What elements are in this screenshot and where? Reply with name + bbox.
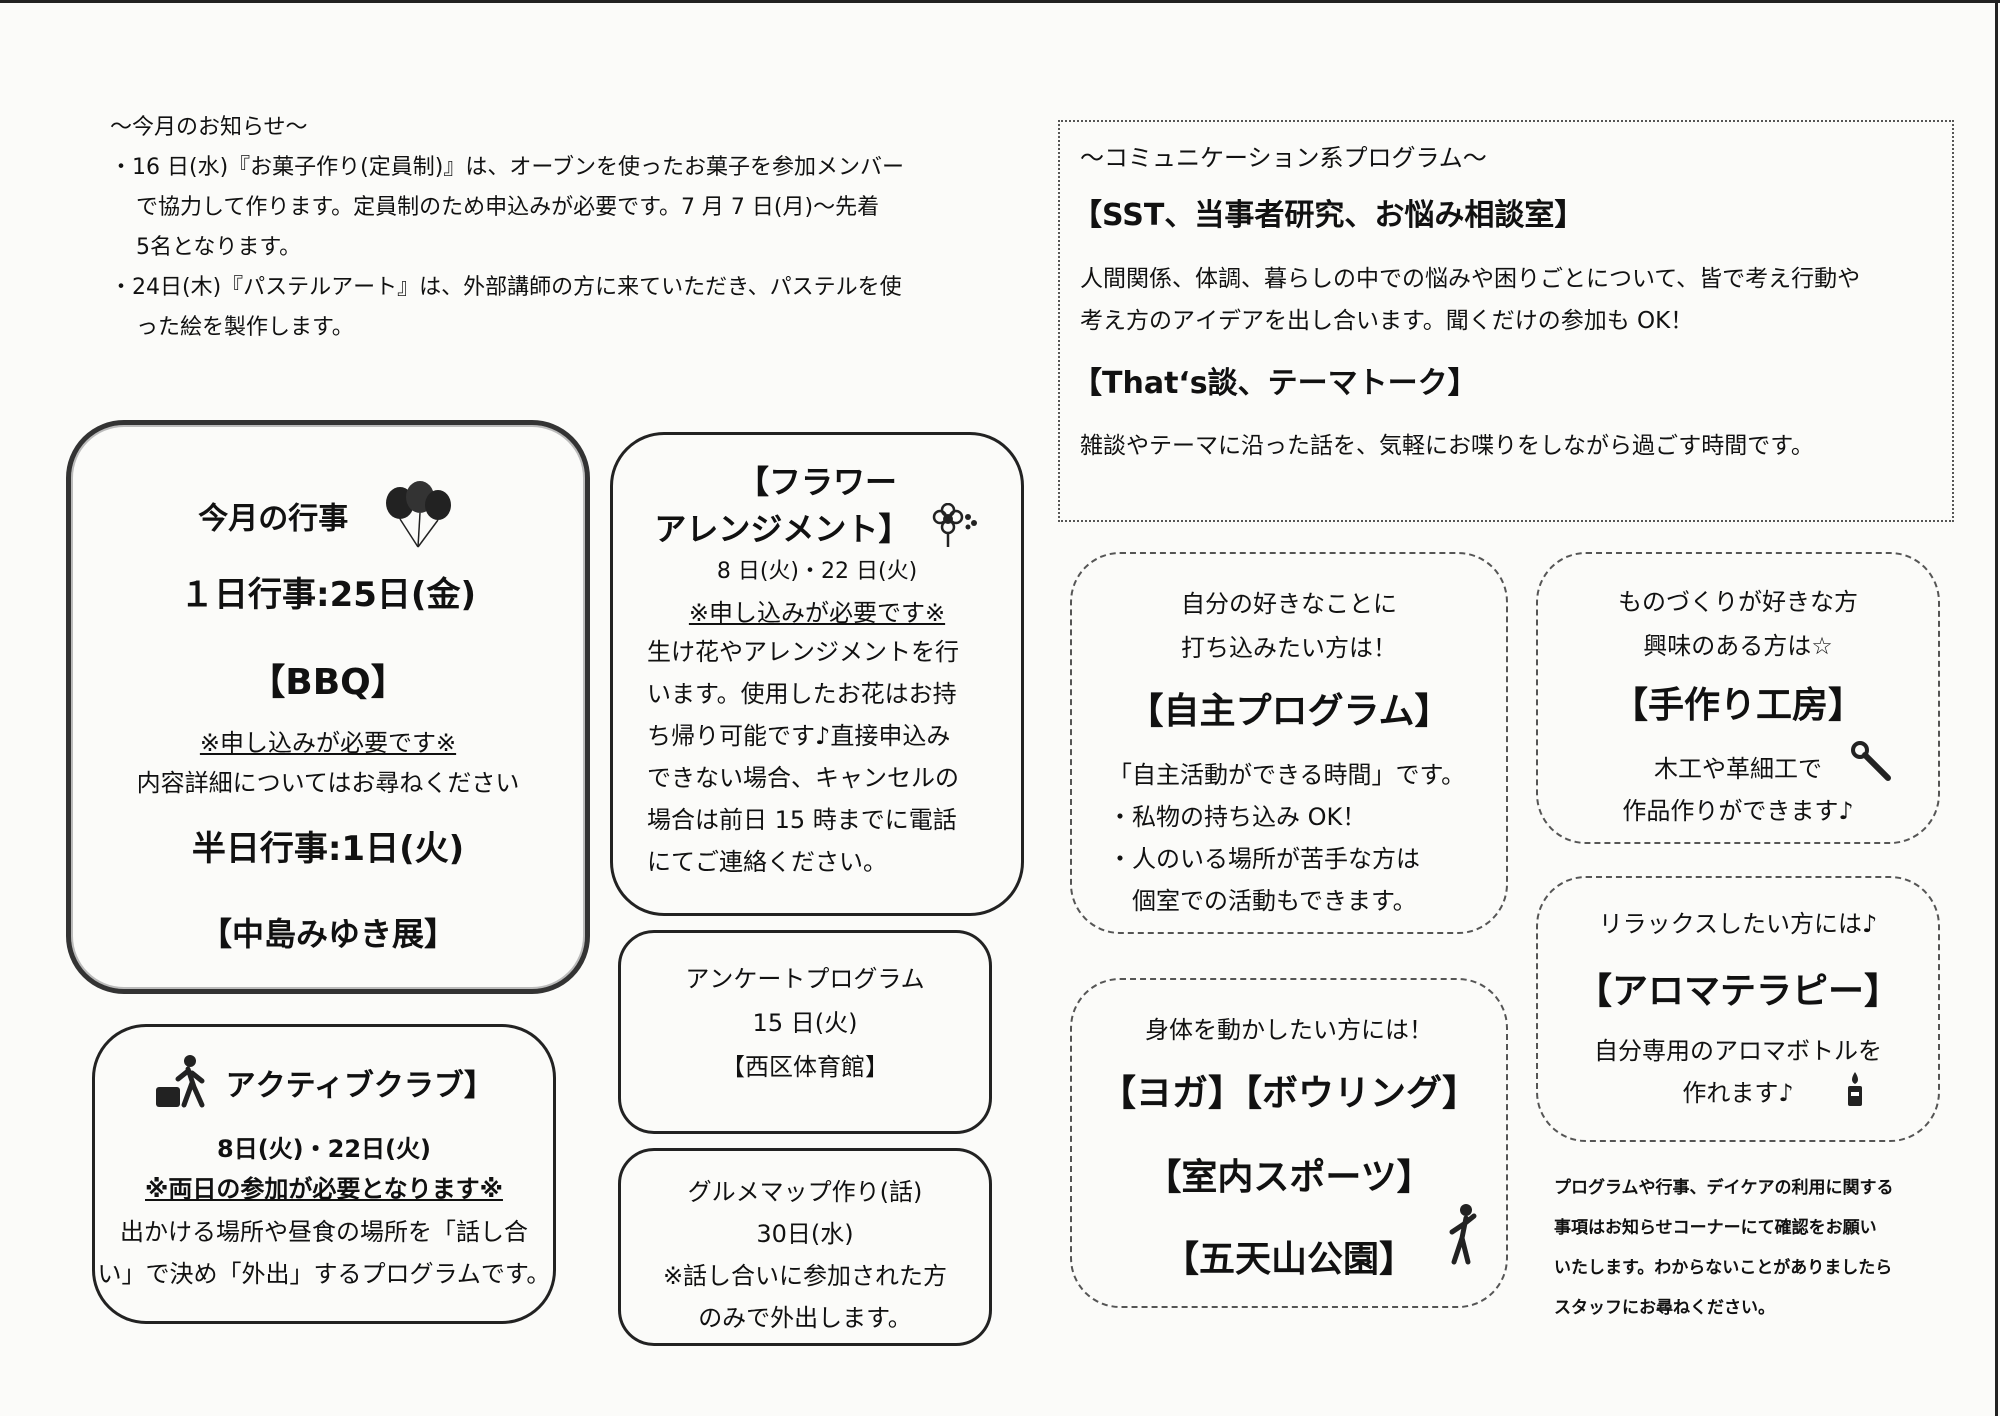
- aroma-box: リラックスしたい方には♪ 【アロマテラピー】 自分専用のアロマボトルを 作れます…: [1536, 876, 1940, 1142]
- footer-note: プログラムや行事、デイケアの利用に関する 事項はお知らせコーナーにて確認をお願い…: [1554, 1178, 1894, 1318]
- communication-sst-body: 人間関係、体調、暮らしの中での悩みや困りごとについて、皆で考え行動や 考え方のア…: [1080, 266, 1861, 334]
- flower-box: 【フラワー アレンジメント】 8 日(火)・22 日(火) ※申し込みが必要です…: [610, 432, 1024, 916]
- craft-title: 【手作り工房】: [1611, 685, 1864, 726]
- craft-intro-2: 興味のある方は☆: [1643, 632, 1833, 660]
- flower-icon: [928, 502, 980, 559]
- active-club-box: アクティブクラブ】 8日(火)・22日(火) ※両日の参加が必要となります※ 出…: [92, 1024, 556, 1324]
- balloons-icon: [378, 481, 458, 559]
- craft-box: ものづくりが好きな方 興味のある方は☆ 【手作り工房】 木工や革細工で 作品作り…: [1536, 552, 1940, 844]
- notice-heading: ～今月のお知らせ～: [110, 115, 308, 140]
- craft-description: 木工や革細工で 作品作りができます♪: [1622, 755, 1854, 825]
- events-halfday: 半日行事:1日(火): [191, 829, 465, 869]
- gourmet-title: グルメマップ作り(話): [687, 1178, 923, 1206]
- communication-talk-title: 【That‘s談、テーマトーク】: [1072, 366, 1478, 401]
- notice-item-1-cont: で協力して作ります。定員制のため申込みが必要です。7 月 7 日(月)～先着: [136, 195, 880, 220]
- self-program-intro-1: 自分の好きなことに: [1181, 590, 1397, 618]
- notice-item-1: ・16 日(水)『お菓子作り(定員制)』は、オーブンを使ったお菓子を参加メンバー: [110, 155, 905, 180]
- events-required: ※申し込みが必要です※: [199, 729, 457, 757]
- sports-intro: 身体を動かしたい方には！: [1145, 1016, 1433, 1044]
- gourmet-note-1: ※話し合いに参加された方: [662, 1262, 948, 1290]
- flower-title-1: 【フラワー: [736, 463, 897, 501]
- sports-title-2: 【室内スポーツ】: [1145, 1157, 1433, 1198]
- active-club-title: アクティブクラブ】: [225, 1068, 494, 1104]
- self-program-box: 自分の好きなことに 打ち込みたい方は！ 【自主プログラム】 「自主活動ができる時…: [1070, 552, 1508, 934]
- flower-title-2: アレンジメント】: [654, 510, 911, 548]
- survey-date: 15 日(火): [752, 1009, 858, 1037]
- events-exhibit: 【中島みゆき展】: [199, 915, 456, 953]
- events-day1: １日行事:25日(金): [180, 575, 476, 615]
- sports-title-1: 【ヨガ】【ボウリング】: [1099, 1073, 1478, 1114]
- survey-title: アンケートプログラム: [685, 965, 925, 993]
- active-club-required: ※両日の参加が必要となります※: [145, 1175, 503, 1203]
- notice-item-2-cont: った絵を製作します。: [136, 315, 354, 340]
- self-program-intro-2: 打ち込みたい方は！: [1181, 634, 1397, 662]
- self-program-title: 【自主プログラム】: [1127, 691, 1451, 732]
- communication-sst-title: 【SST、当事者研究、お悩み相談室】: [1072, 198, 1585, 233]
- active-club-description: 出かける場所や昼食の場所を「話し合 い」で決め「外出」するプログラムです。: [97, 1218, 551, 1288]
- notice-item-1-cont2: 5名となります。: [136, 235, 302, 260]
- top-border: [0, 0, 2000, 3]
- traveler-icon: [154, 1053, 210, 1121]
- monthly-notice: ～今月のお知らせ～ ・16 日(水)『お菓子作り(定員制)』は、オーブンを使った…: [110, 108, 990, 348]
- communication-box: ～コミュニケーション系プログラム～ 【SST、当事者研究、お悩み相談室】 人間関…: [1058, 120, 1954, 522]
- sports-box: 身体を動かしたい方には！ 【ヨガ】【ボウリング】 【室内スポーツ】 【五天山公園…: [1070, 978, 1508, 1308]
- gourmet-box: グルメマップ作り(話) 30日(水) ※話し合いに参加された方 のみで外出します…: [618, 1148, 992, 1346]
- flower-required: ※申し込みが必要です※: [688, 599, 946, 627]
- aroma-description: 自分専用のアロマボトルを 作れます♪: [1594, 1037, 1882, 1107]
- gourmet-date: 30日(水): [756, 1220, 854, 1248]
- events-bbq: 【BBQ】: [249, 662, 407, 703]
- self-program-description: 「自主活動ができる時間」です。 ・私物の持ち込み OK！ ・人のいる場所が苦手な…: [1108, 761, 1466, 915]
- aroma-intro: リラックスしたい方には♪: [1598, 910, 1878, 938]
- aroma-title: 【アロマテラピー】: [1575, 971, 1900, 1012]
- events-details: 内容詳細についてはお尋ねください: [136, 769, 520, 797]
- wrench-icon: [1850, 740, 1894, 788]
- events-box: 今月の行事 １日行事:25日(金) 【BBQ】 ※申し込みが必要です※ 内容詳細…: [66, 420, 590, 994]
- gourmet-note-2: のみで外出します。: [698, 1304, 912, 1332]
- candle-icon: [1844, 1070, 1866, 1112]
- right-border: [1995, 0, 1998, 1416]
- communication-talk-body: 雑談やテーマに沿った話を、気軽にお喋りをしながら過ごす時間です。: [1080, 433, 1814, 459]
- events-title: 今月の行事: [198, 501, 349, 537]
- craft-intro-1: ものづくりが好きな方: [1618, 588, 1858, 616]
- active-club-dates: 8日(火)・22日(火): [217, 1135, 431, 1163]
- survey-box: アンケートプログラム 15 日(火) 【西区体育館】: [618, 930, 992, 1134]
- notice-item-2: ・24日(木)『パステルアート』は、外部講師の方に来ていただき、パステルを使: [110, 275, 902, 300]
- flower-dates: 8 日(火)・22 日(火): [716, 559, 918, 584]
- stretching-person-icon: [1442, 1202, 1478, 1270]
- sports-title-3: 【五天山公園】: [1162, 1239, 1415, 1280]
- communication-heading: ～コミュニケーション系プログラム～: [1080, 144, 1487, 172]
- survey-place: 【西区体育館】: [721, 1053, 889, 1081]
- flower-description: 生け花やアレンジメントを行 います。使用したお花はお持 ち帰り可能です♪直接申込…: [647, 638, 959, 876]
